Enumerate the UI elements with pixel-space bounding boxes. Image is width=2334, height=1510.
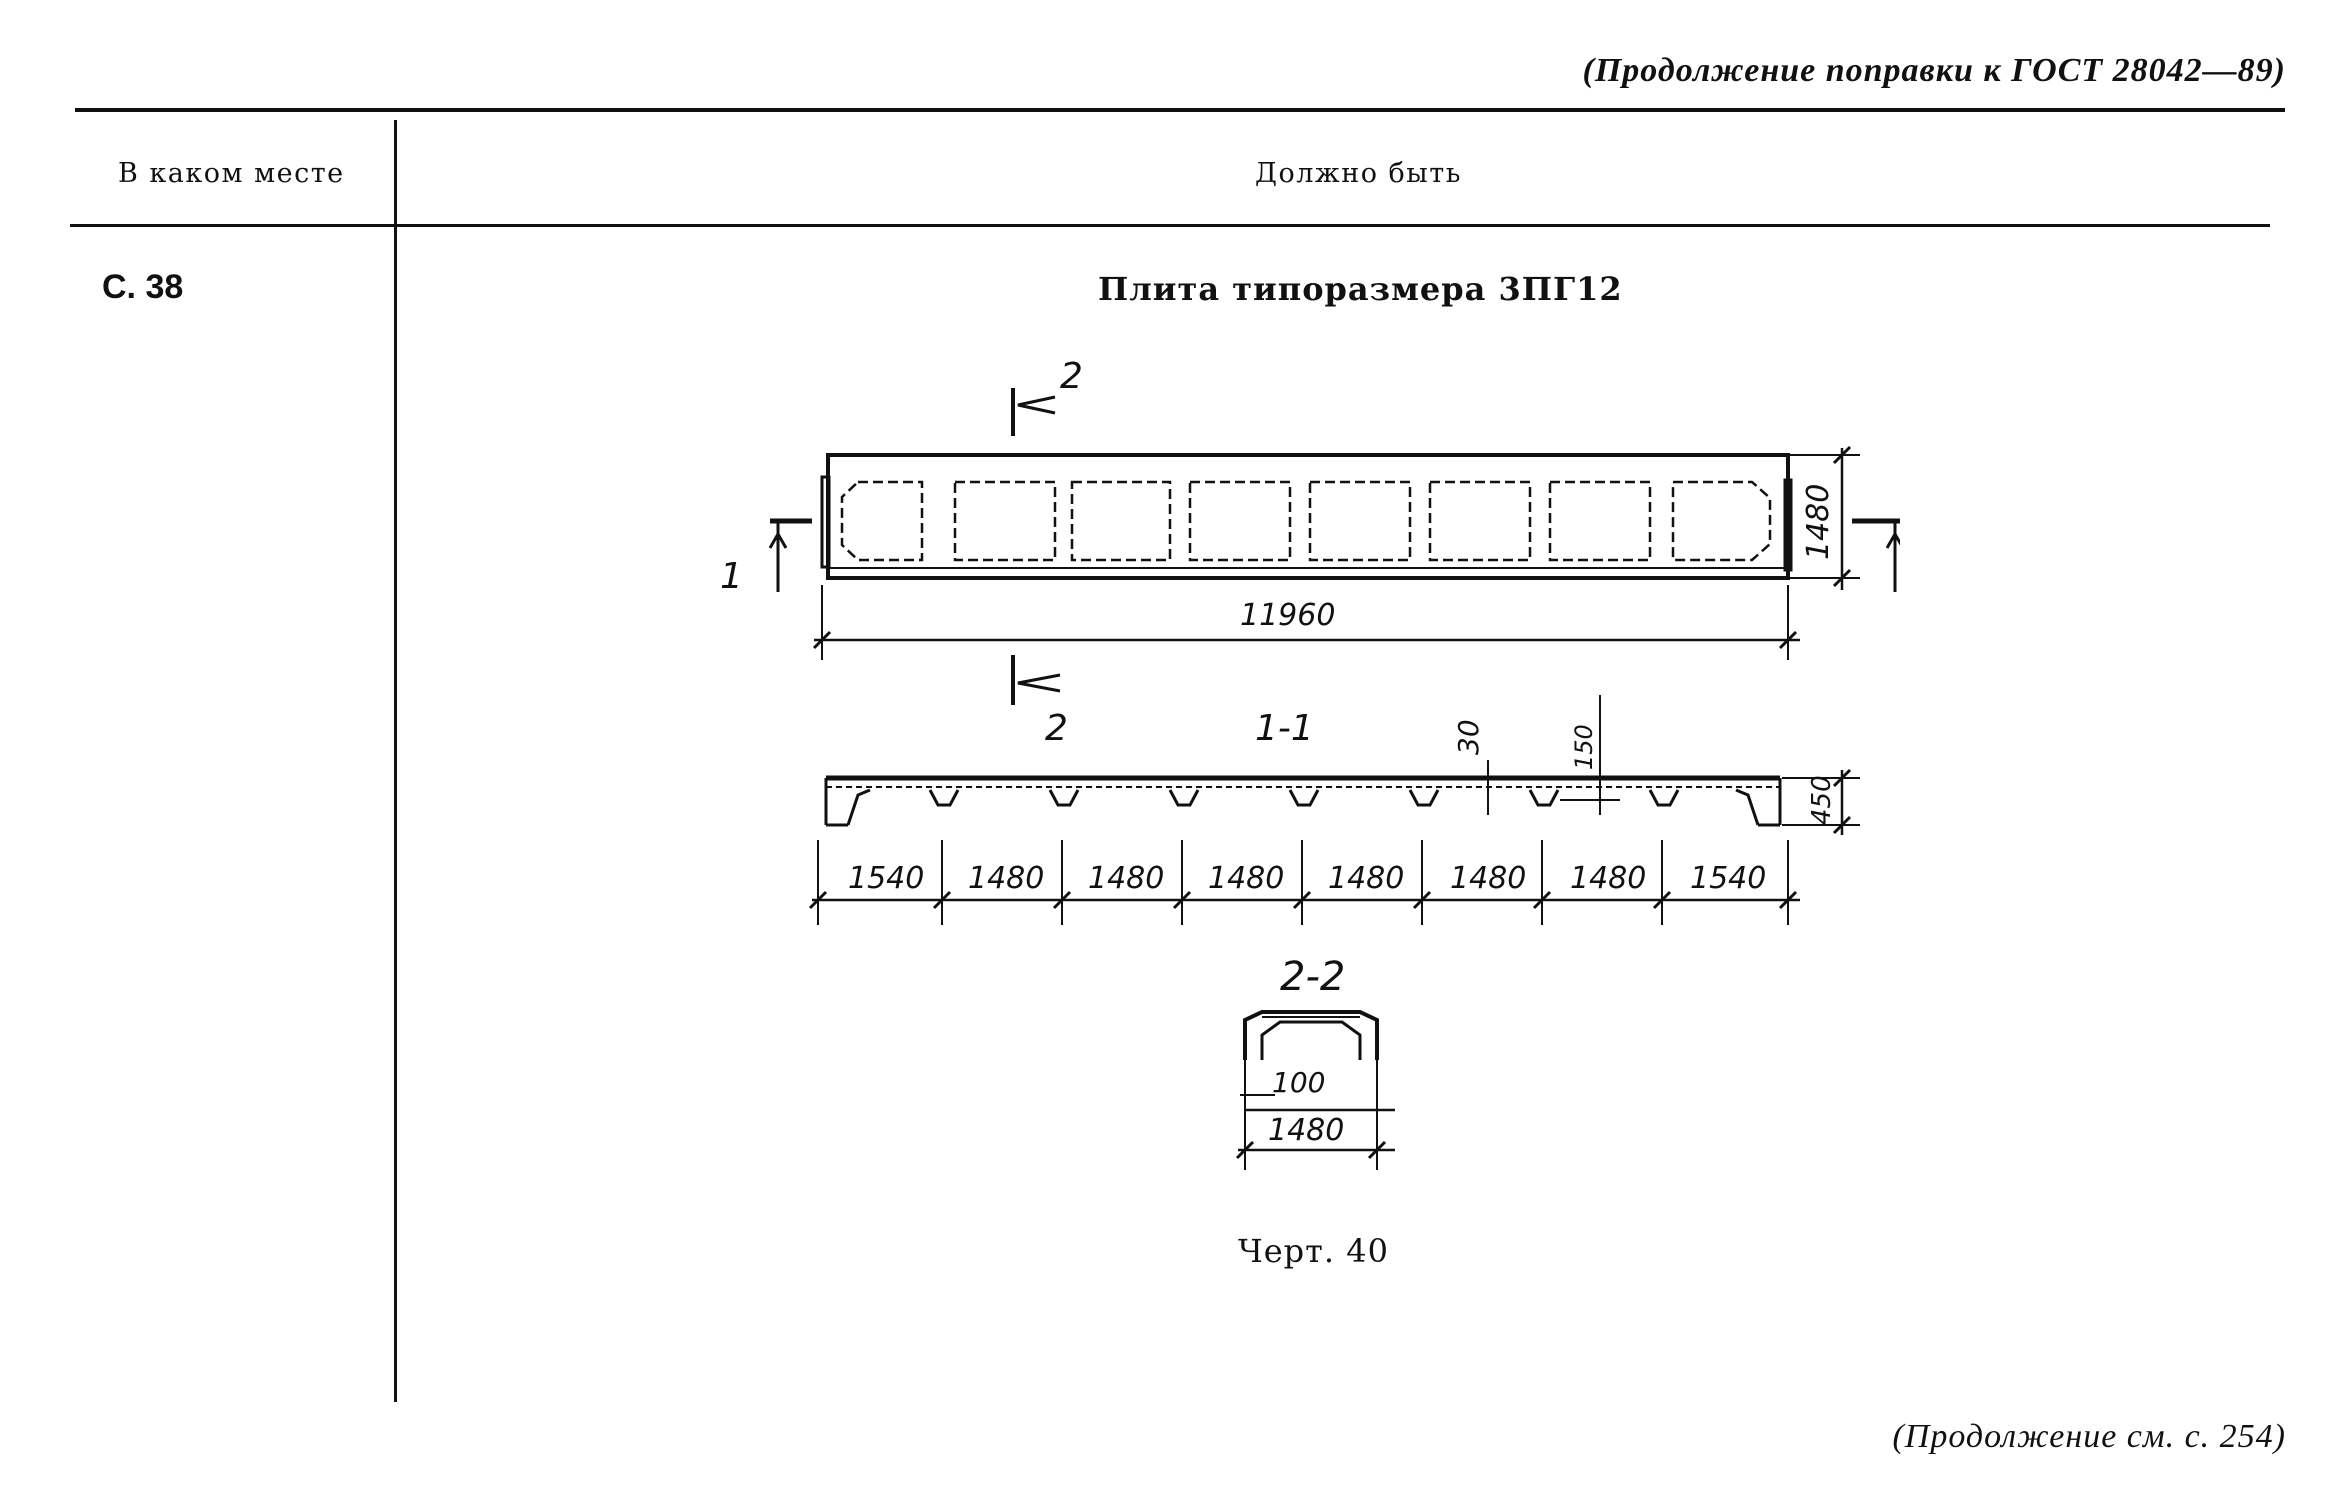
section-1-1 <box>808 695 1860 925</box>
section-2-2-label: 2-2 <box>1280 954 1345 1000</box>
section-1-1-dim-height: 450 <box>1807 775 1837 825</box>
continuation-header: (Продолжение поправки к ГОСТ 28042—89) <box>1582 52 2286 89</box>
section-1-1-dim-rib: 150 <box>1570 724 1598 770</box>
span-dim-2: 1480 <box>968 861 1044 896</box>
section-mark-2-bottom: 2 <box>1045 708 1068 749</box>
span-dim-3: 1480 <box>1088 861 1164 896</box>
span-dim-4: 1480 <box>1208 861 1284 896</box>
span-dim-5: 1480 <box>1328 861 1404 896</box>
page-number: 253 <box>0 1418 4 1480</box>
plan-view <box>768 388 1900 705</box>
table-top-rule <box>75 108 2285 112</box>
section-2-2-dim-width: 1480 <box>1268 1113 1344 1148</box>
column-header-location: В каком месте <box>118 158 345 189</box>
span-dim-8: 1540 <box>1690 861 1766 896</box>
table-header-rule <box>70 224 2270 227</box>
column-header-should-be: Должно быть <box>1255 158 1462 189</box>
page-reference: С. 38 <box>102 268 184 306</box>
drawing-caption: Черт. 40 <box>1238 1232 1389 1270</box>
section-mark-1-left: 1 <box>720 556 743 597</box>
section-2-2 <box>1235 1010 1395 1170</box>
section-1-1-label: 1-1 <box>1255 708 1314 749</box>
span-dim-6: 1480 <box>1450 861 1526 896</box>
section-1-1-dim-top: 30 <box>1452 719 1485 755</box>
section-mark-2-top: 2 <box>1060 356 1083 397</box>
drawing-title: Плита типоразмера 3ПГ12 <box>1098 270 1623 308</box>
table-column-divider <box>394 120 397 1402</box>
plan-width-dim: 1480 <box>1801 484 1836 560</box>
span-dim-7: 1480 <box>1570 861 1646 896</box>
section-2-2-dim-rib: 100 <box>1272 1066 1325 1099</box>
continuation-footer: (Продолжение см. с. 254) <box>1892 1418 2286 1455</box>
plan-length-dim: 11960 <box>1240 598 1335 633</box>
span-dim-1: 1540 <box>848 861 924 896</box>
slab-drawing: 11960 1480 1 1 2 2 1-1 30 150 450 1540 1… <box>720 356 1900 1170</box>
